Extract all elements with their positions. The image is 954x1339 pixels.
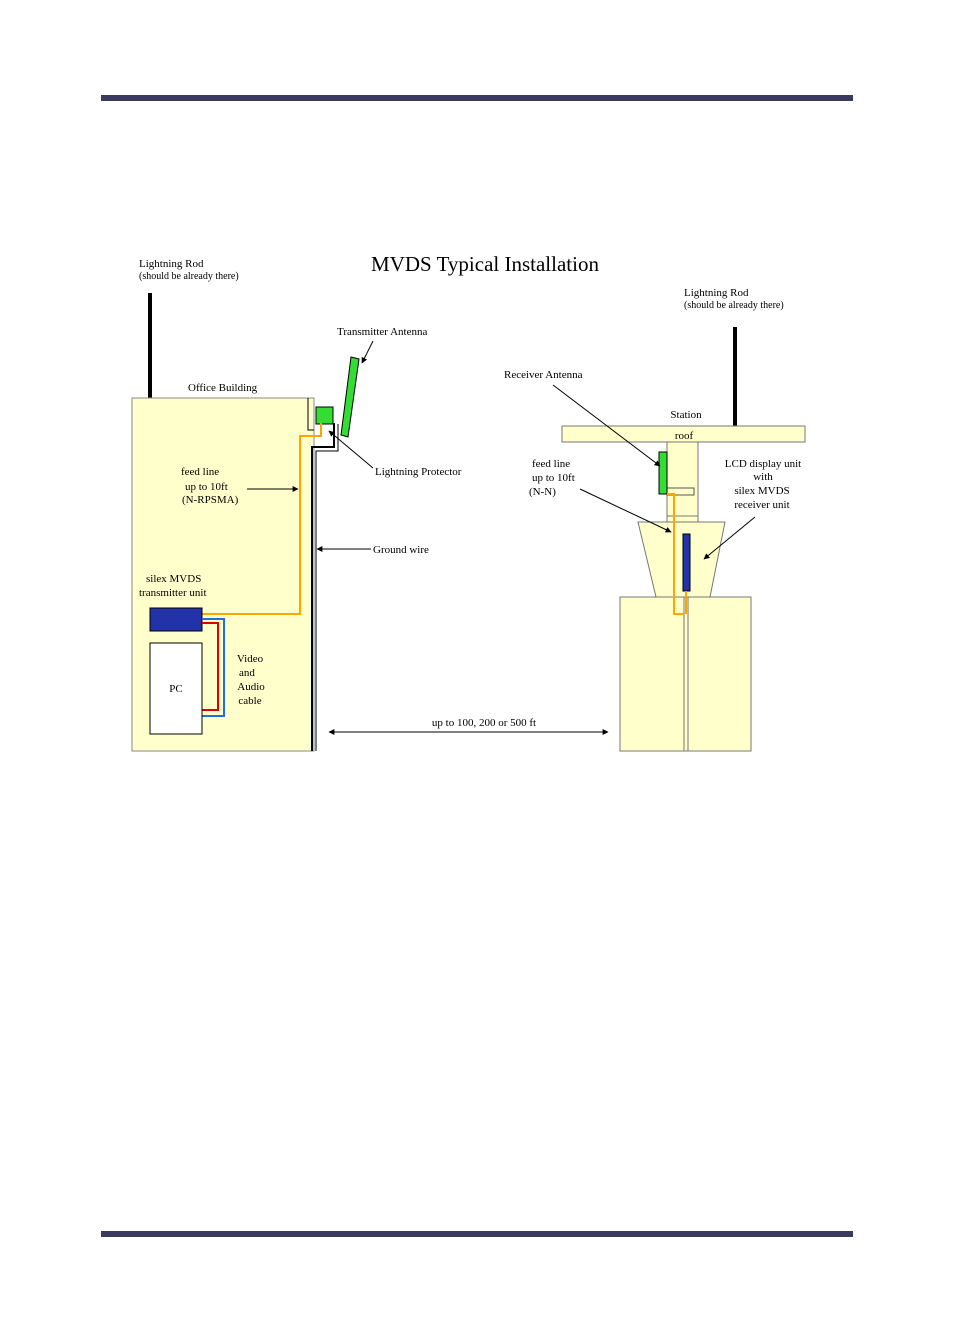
lcd-label-3: silex MVDS [734,485,789,497]
right-feed-line-label-3: (N-N) [529,486,556,498]
lcd-label-2: with [753,471,773,483]
right-lightning-rod-label-1: Lightning Rod [684,287,749,299]
tx-unit-label-1: silex MVDS [146,573,201,585]
cable-label-3: Audio [237,681,265,693]
diagram-title: MVDS Typical Installation [371,252,599,276]
left-feed-line-label-2: up to 10ft [185,481,228,493]
station-base [619,596,752,752]
right-lightning-rod-label-2: (should be already there) [684,300,784,311]
cable-label-2: and [239,667,255,679]
header-rule [101,95,853,101]
left-lightning-rod-label-2: (should be already there) [139,271,239,282]
lcd-label-4: receiver unit [734,499,789,511]
video-cable [202,622,219,711]
audio-cable [202,618,225,717]
distance-label: up to 100, 200 or 500 ft [432,717,536,729]
receiver-antenna-label: Receiver Antenna [504,369,583,381]
left-feed-line [202,423,322,615]
office-building-label: Office Building [188,382,258,394]
receiver-unit [682,533,691,592]
left-feed-line-label-1: feed line [181,466,219,478]
lcd-display-housing [637,521,726,598]
left-lightning-rod-label-1: Lightning Rod [139,258,204,270]
right-feed-line-label-1: feed line [532,458,570,470]
footer-rule [101,1231,853,1237]
station-column [666,441,699,517]
pc-box [149,642,203,735]
cable-label-4: cable [238,695,261,707]
lightning-protector-label: Lightning Protector [375,466,462,478]
transmitter-unit [149,607,203,632]
transmitter-antenna-label: Transmitter Antenna [337,326,427,338]
receiver-antenna [658,451,668,495]
tx-unit-label-2: transmitter unit [139,587,207,599]
pc-label: PC [169,683,182,695]
left-feed-line-label-3: (N-RPSMA) [182,494,239,506]
station-label: Station [670,409,702,421]
transmitter-antenna [340,356,360,438]
right-feed-line [667,493,684,615]
cable-label-1: Video [237,653,264,665]
lightning-protector [315,406,334,425]
ground-wire [311,423,335,751]
lcd-label-1: LCD display unit [725,458,801,470]
roof-label: roof [675,430,694,442]
ground-wire-label: Ground wire [373,544,429,556]
right-feed-line-label-2: up to 10ft [532,472,575,484]
